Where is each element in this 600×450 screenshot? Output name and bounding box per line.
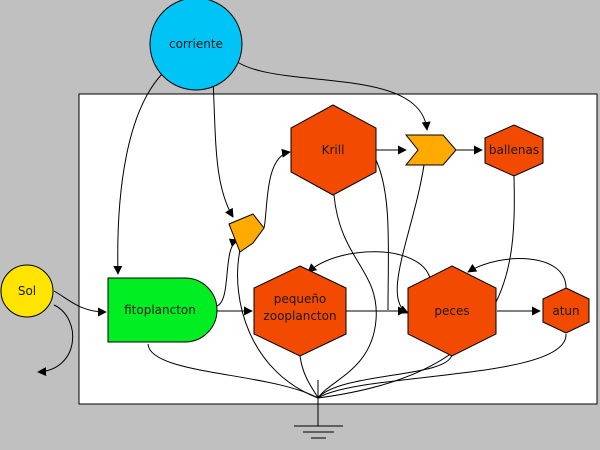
consumer-small-zooplankton-label-2: zooplancton	[263, 309, 336, 323]
consumer-whales-label: ballenas	[489, 143, 539, 157]
consumer-krill-shape	[290, 104, 377, 196]
flow-tuna-feedback-to-fish	[467, 258, 567, 289]
consumer-tuna-shape	[542, 287, 590, 334]
source-current-shape	[149, 0, 243, 91]
interaction-lower	[228, 213, 265, 253]
consumer-small-zooplankton-shape	[253, 265, 347, 357]
sink-krill	[317, 194, 377, 399]
interaction-upper-shape	[404, 134, 457, 166]
consumer-tuna: atun	[542, 287, 590, 334]
consumer-small-zooplankton-label-1: pequeño	[274, 292, 327, 306]
sink-tuna	[317, 333, 567, 399]
flow-sun-to-phytoplankton	[53, 290, 107, 317]
flow-interaction-1-to-krill	[263, 148, 291, 229]
flow-current-to-phytoplankton	[113, 71, 165, 275]
source-sun-label: Sol	[18, 284, 36, 298]
sink-fish	[317, 353, 453, 399]
flow-krill-to-fish	[375, 159, 389, 311]
flow-interaction-2-to-fish	[396, 164, 425, 314]
source-current: corriente	[149, 0, 243, 91]
consumer-krill-label: Krill	[322, 143, 345, 157]
consumer-whales-shape	[484, 124, 544, 177]
heat-sink-symbol	[294, 425, 343, 439]
sink-zooplankton	[299, 355, 319, 399]
flow-phytoplankton-to-interaction-1	[216, 238, 239, 307]
source-sun: Sol	[0, 264, 54, 318]
consumer-fish-shape	[407, 265, 497, 357]
producer-phytoplankton-shape	[107, 277, 218, 343]
sink-interaction-1	[237, 249, 319, 399]
producer-phytoplankton: fitoplancton	[107, 277, 218, 343]
flow-sun-heat-sink	[37, 304, 74, 377]
flow-current-to-interaction-2	[227, 53, 431, 131]
producer-phytoplankton-label: fitoplancton	[124, 303, 196, 317]
consumer-krill: Krill	[290, 104, 377, 196]
interaction-upper	[404, 134, 457, 166]
sink-phytoplankton	[147, 343, 319, 399]
consumer-whales: ballenas	[484, 124, 544, 177]
consumer-fish-label: peces	[434, 304, 469, 318]
flow-lines	[37, 53, 567, 426]
source-current-label: corriente	[169, 37, 223, 51]
flow-current-to-interaction-1	[212, 79, 234, 218]
interaction-lower-shape	[228, 213, 265, 253]
flow-fish-feedback-to-zooplankton	[307, 251, 431, 279]
consumer-fish: peces	[407, 265, 497, 357]
consumer-small-zooplankton: pequeño zooplancton	[253, 265, 347, 357]
source-sun-shape	[0, 264, 54, 318]
consumer-tuna-label: atun	[552, 304, 579, 318]
